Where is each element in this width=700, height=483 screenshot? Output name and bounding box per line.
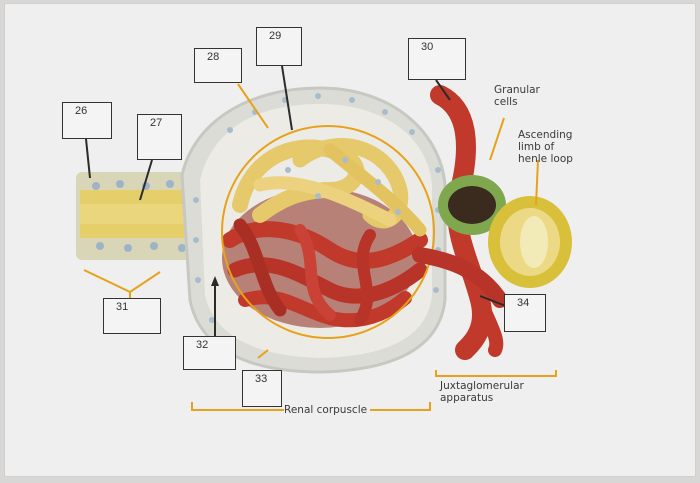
granular-cells-caption: Granular cells xyxy=(494,84,540,108)
ascending-line-2: limb of xyxy=(518,141,555,153)
label-box-29[interactable]: 29 xyxy=(256,27,302,66)
label-31: 31 xyxy=(116,301,129,313)
label-box-28[interactable]: 28 xyxy=(194,48,242,83)
renal-corpuscle-caption: Renal corpuscle xyxy=(284,404,368,416)
proximal-tubule xyxy=(76,172,216,260)
label-26: 26 xyxy=(75,105,88,117)
podocytes xyxy=(232,138,427,237)
label-box-30[interactable]: 30 xyxy=(408,38,466,80)
ascending-line-3: henle loop xyxy=(518,153,573,165)
highlight-circle xyxy=(221,125,435,339)
label-box-32[interactable]: 32 xyxy=(183,336,236,370)
label-box-26[interactable]: 26 xyxy=(62,102,112,139)
ascending-limb-caption: Ascending limb of henle loop xyxy=(518,129,573,165)
distal-tubule-cross-section xyxy=(438,175,572,288)
jga-line-2: apparatus xyxy=(440,392,494,404)
jga-line-1: Juxtaglomerular xyxy=(440,380,524,392)
label-27: 27 xyxy=(150,117,163,129)
label-33: 33 xyxy=(255,373,268,385)
label-30: 30 xyxy=(421,41,434,53)
label-box-34[interactable]: 34 xyxy=(504,294,546,332)
label-box-27[interactable]: 27 xyxy=(137,114,182,160)
granular-line-1: Granular xyxy=(494,84,540,96)
label-32: 32 xyxy=(196,339,209,351)
label-box-33[interactable]: 33 xyxy=(242,370,282,407)
orange-leaders xyxy=(83,83,557,411)
pointer-lines xyxy=(85,65,507,338)
label-29: 29 xyxy=(269,30,282,42)
label-28: 28 xyxy=(207,51,220,63)
label-box-31[interactable]: 31 xyxy=(103,298,161,334)
arrow-head xyxy=(211,276,219,286)
label-34: 34 xyxy=(517,297,530,309)
ascending-line-1: Ascending xyxy=(518,129,573,141)
granular-line-2: cells xyxy=(494,96,518,108)
juxtaglomerular-caption: Juxtaglomerular apparatus xyxy=(440,380,524,404)
